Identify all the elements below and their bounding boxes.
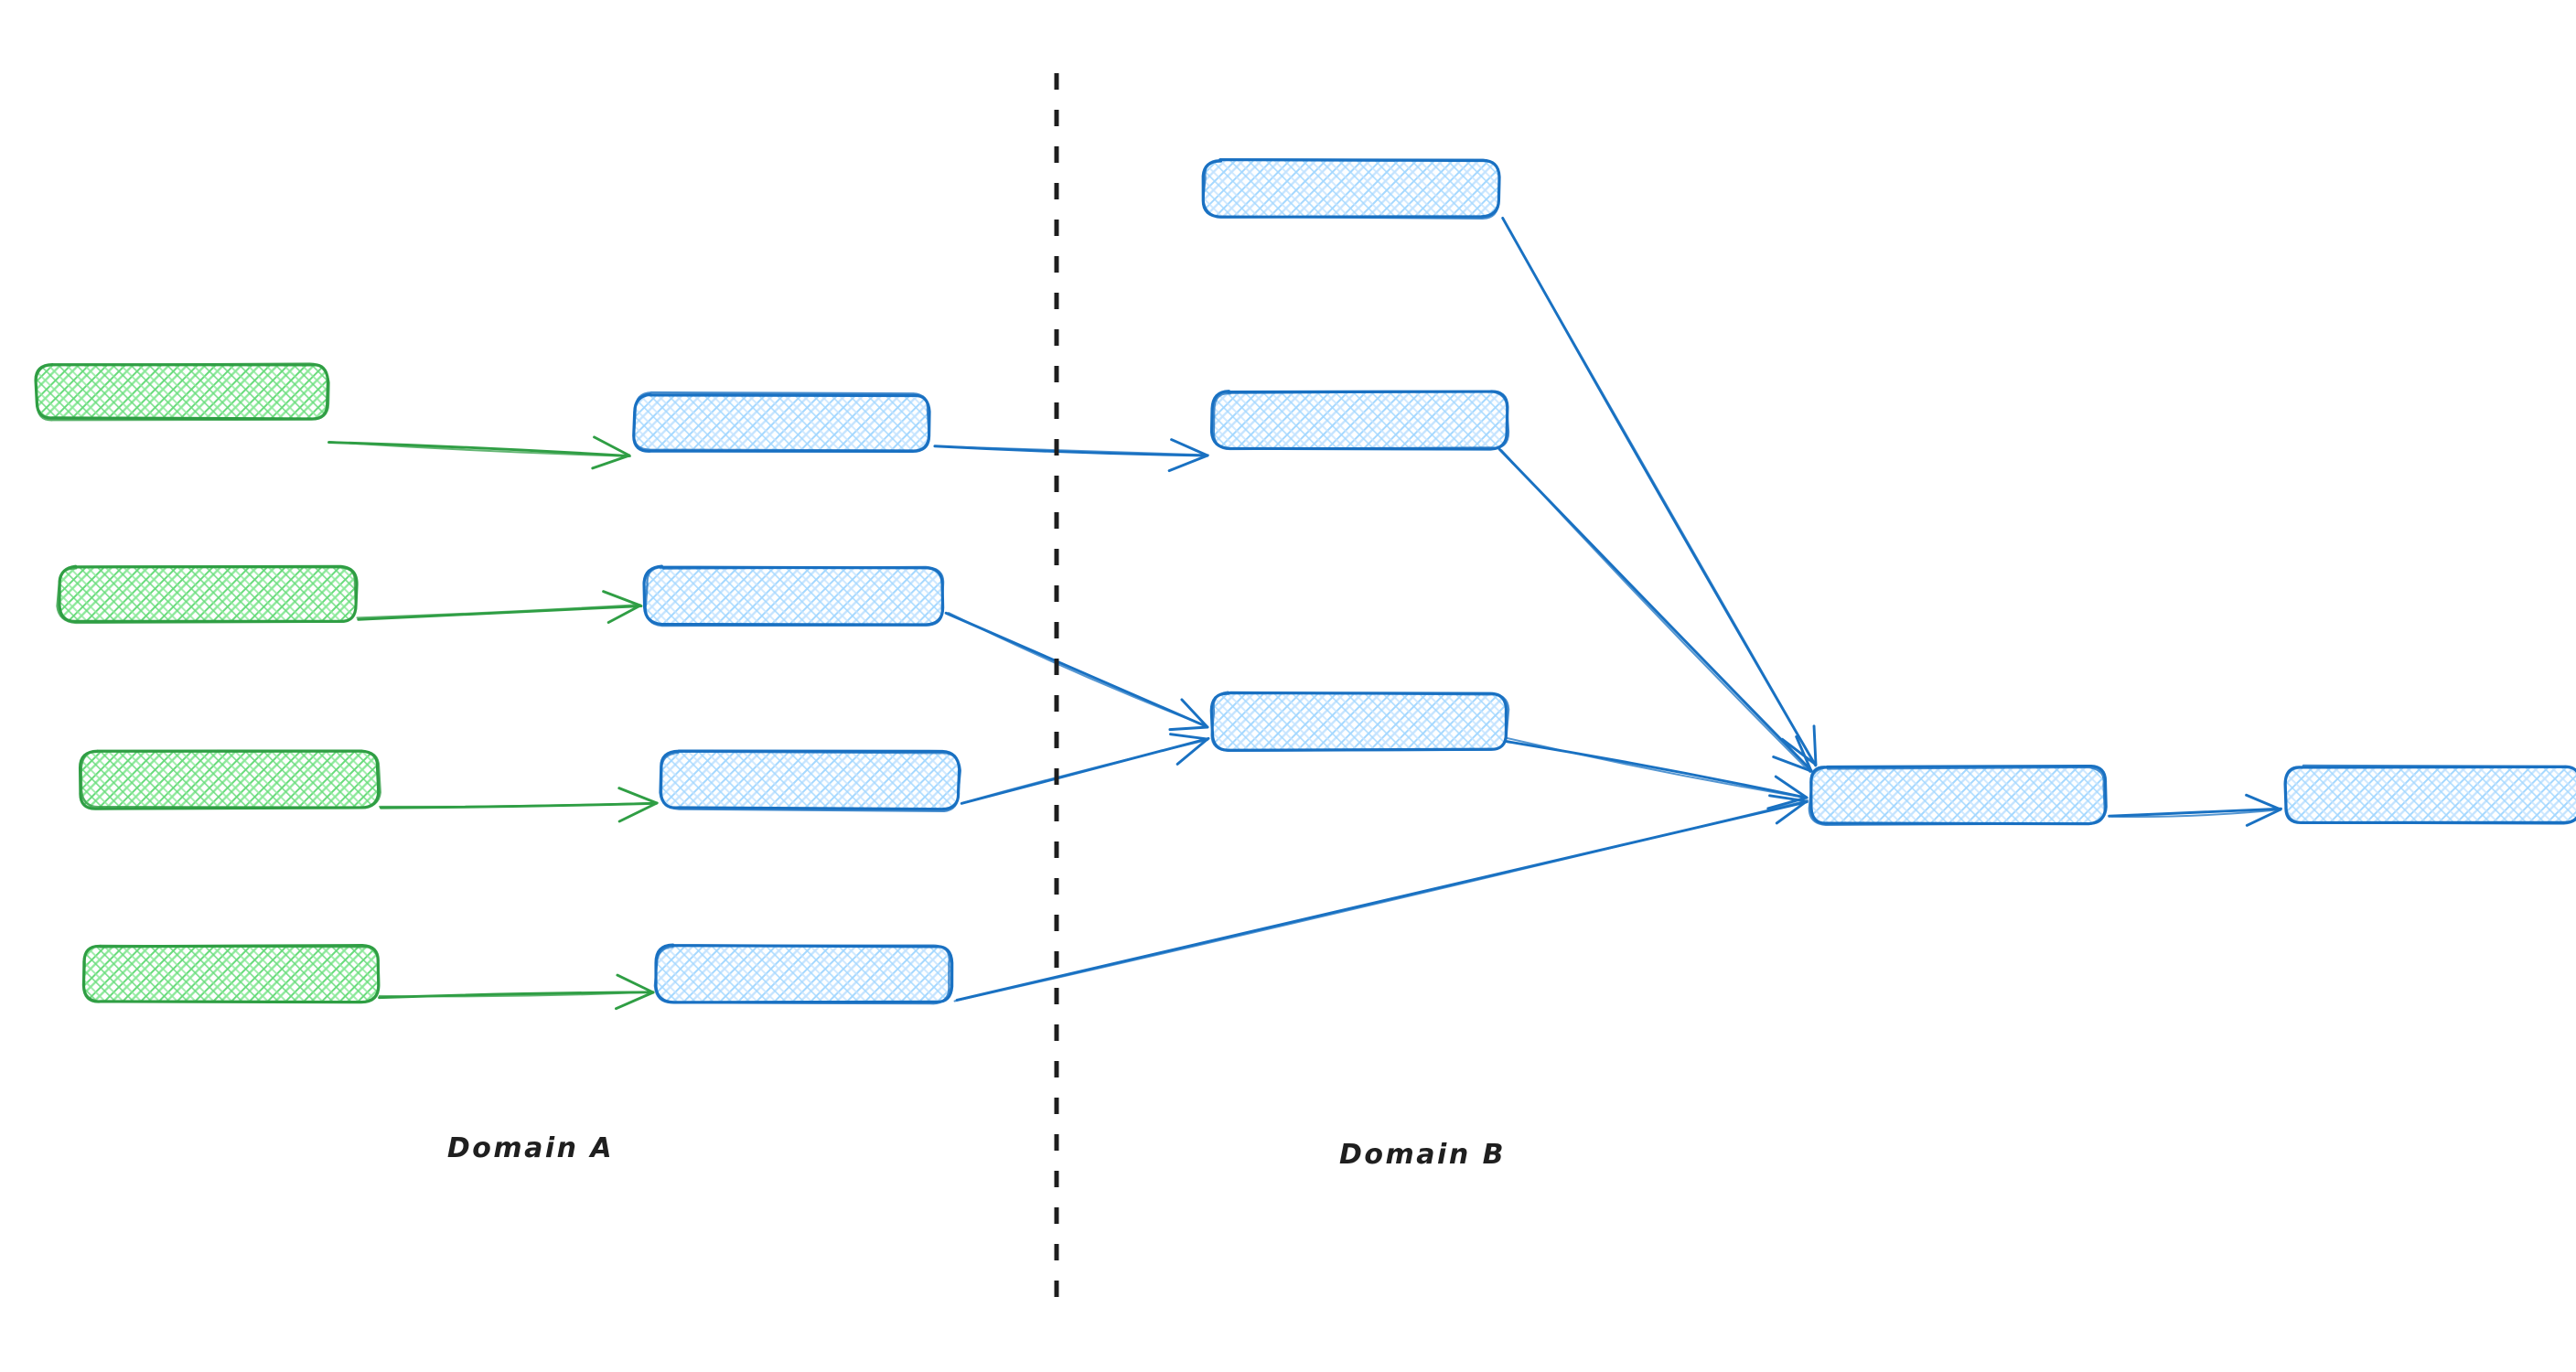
edge-e12 <box>2108 793 2282 827</box>
edge-e8 <box>953 794 1809 1002</box>
node-b-mid[interactable] <box>1209 691 1510 753</box>
node-a-src-2[interactable] <box>56 564 359 625</box>
edge-e7 <box>960 733 1210 805</box>
edge-e6 <box>944 611 1209 732</box>
domain-b-label: Domain B <box>1339 1139 1506 1171</box>
node-a-mid-3[interactable] <box>659 749 962 812</box>
node-a-src-1[interactable] <box>34 362 330 422</box>
edge-e2 <box>356 590 643 624</box>
node-b-hub[interactable] <box>1808 764 2108 826</box>
node-b-upper[interactable] <box>1209 390 1510 451</box>
node-a-mid-2[interactable] <box>642 564 945 627</box>
node-a-src-3[interactable] <box>78 749 381 810</box>
node-a-src-4[interactable] <box>81 944 381 1004</box>
nodes-layer <box>34 157 2576 1005</box>
node-a-mid-1[interactable] <box>632 391 931 453</box>
node-a-mid-4[interactable] <box>653 943 954 1005</box>
edge-e1 <box>327 435 632 470</box>
edge-e11 <box>1500 736 1809 810</box>
node-b-out[interactable] <box>2283 764 2576 825</box>
edge-e9 <box>1501 216 1818 767</box>
edge-e5 <box>933 438 1209 473</box>
node-b-top[interactable] <box>1201 157 1501 220</box>
domain-a-label: Domain A <box>447 1132 614 1164</box>
edges-layer <box>327 216 2282 1011</box>
edge-e3 <box>379 787 659 823</box>
edge-e10 <box>1497 447 1813 774</box>
edge-e4 <box>378 973 655 1011</box>
